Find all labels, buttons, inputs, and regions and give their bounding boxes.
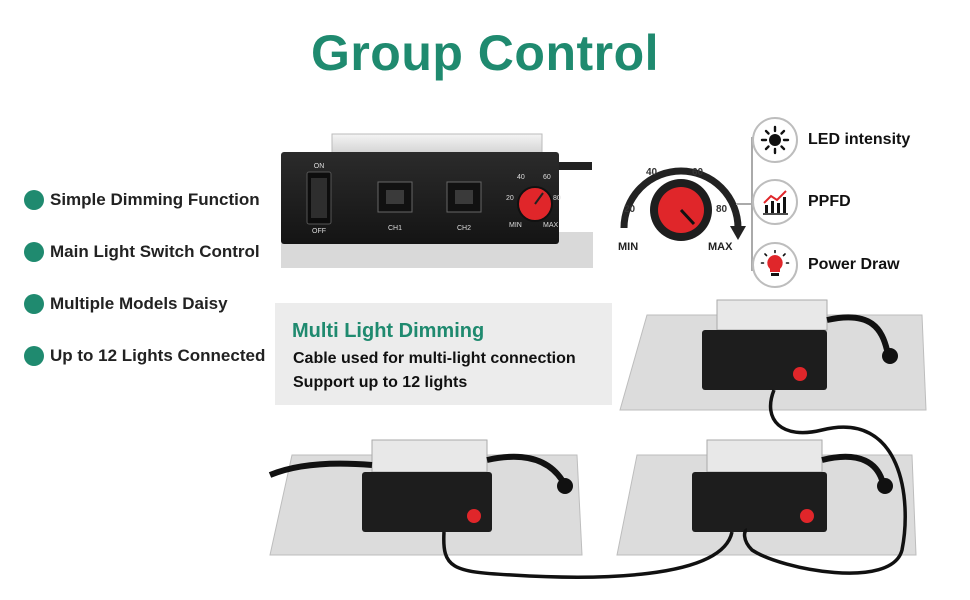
chart-icon [752, 179, 798, 225]
effect-item: LED intensity [752, 117, 910, 163]
panel-title: Multi Light Dimming [292, 320, 485, 342]
bullet-dot-icon [24, 242, 44, 262]
port-ch1-jack [386, 190, 404, 204]
dial-pointer [679, 208, 696, 226]
panel-line: Support up to 12 lights [293, 374, 468, 391]
feature-label: Simple Dimming Function [50, 190, 260, 209]
effect-item: PPFD [752, 179, 851, 225]
dial-min-label: MIN [509, 222, 522, 229]
dial-max-label: MAX [543, 222, 559, 229]
feature-item: Simple Dimming Function [24, 188, 260, 212]
bulb-icon [752, 242, 798, 288]
light-fixture-1 [619, 299, 927, 411]
bullet-dot-icon [24, 294, 44, 314]
multi-light-panel: Multi Light Dimming Cable used for multi… [275, 303, 612, 405]
switch-off-label: OFF [312, 228, 326, 235]
port-ch2-label: CH2 [457, 225, 471, 232]
control-box [281, 152, 559, 244]
dial-tick-label: 20 [506, 195, 514, 202]
power-switch-rocker [311, 178, 327, 218]
dial-arrow-icon [730, 226, 746, 240]
bullet-dot-icon [24, 346, 44, 366]
large-dimmer-dial: 20 40 60 80 MIN MAX [618, 167, 746, 253]
large-dial-min-label: MIN [618, 241, 638, 253]
dimmer-knob-pointer [534, 192, 544, 205]
port-ch2-jack [455, 190, 473, 204]
panel-line: Cable used for multi-light connection [293, 350, 576, 367]
dial-tick-label: 40 [517, 174, 525, 181]
sun-icon [752, 117, 798, 163]
large-dial-max-label: MAX [708, 241, 733, 253]
dial-arc [620, 167, 742, 229]
effect-label: PPFD [808, 193, 851, 210]
feature-item: Up to 12 Lights Connected [24, 344, 265, 368]
feature-label: Up to 12 Lights Connected [50, 346, 266, 365]
large-dial-tick: 20 [624, 204, 636, 215]
dial-tick-label: 60 [543, 174, 551, 181]
light-fixture-2 [268, 439, 583, 556]
effect-label: LED intensity [808, 131, 911, 148]
port-ch1-label: CH1 [388, 225, 402, 232]
feature-label: Main Light Switch Control [50, 242, 260, 261]
daisy-chain-illustration [268, 299, 927, 579]
daisy-chain-cable [442, 531, 734, 579]
effect-item: Power Draw [752, 242, 900, 288]
daisy-chain-cable [742, 389, 907, 575]
large-dial-tick: 60 [692, 167, 704, 178]
cable-stub [547, 162, 592, 170]
feature-item: Main Light Switch Control [24, 240, 260, 264]
bullet-dot-icon [24, 190, 44, 210]
large-dial-tick: 40 [646, 167, 658, 178]
switch-on-label: ON [314, 163, 325, 170]
page-title: Group Control [310, 25, 660, 81]
effect-label: Power Draw [808, 256, 900, 273]
dial-tick-label: 80 [553, 195, 561, 202]
control-box-illustration: ON OFF CH1 CH2 20 40 60 80 MIN MAX [281, 133, 593, 268]
large-dial-tick: 80 [716, 204, 728, 215]
feature-item: Multiple Models Daisy [24, 292, 228, 316]
light-fixture-3 [616, 439, 917, 556]
feature-label: Multiple Models Daisy [50, 294, 228, 313]
